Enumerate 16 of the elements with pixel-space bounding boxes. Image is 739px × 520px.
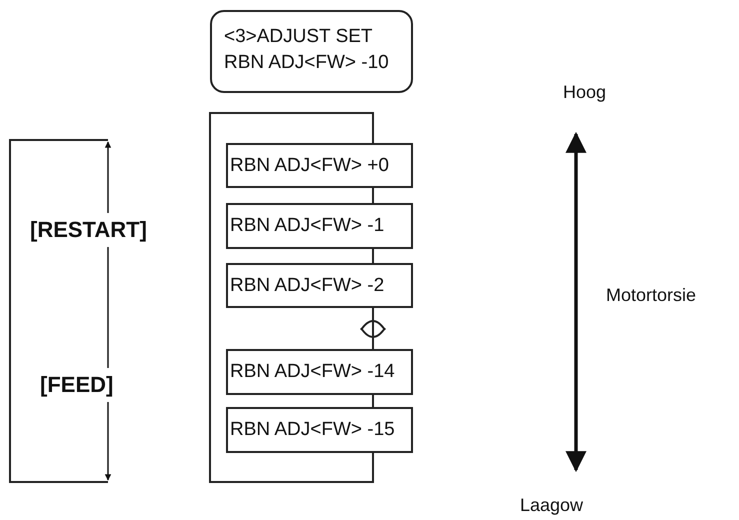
connector-line xyxy=(372,188,374,203)
connector-line xyxy=(372,395,374,407)
setting-box: RBN ADJ<FW> -15 xyxy=(226,407,413,453)
scale-label: Hoog xyxy=(563,82,606,103)
scale-label: Laagow xyxy=(520,495,584,516)
connector-line xyxy=(372,308,374,349)
axis-label: Motortorsie xyxy=(606,285,696,306)
setting-box: RBN ADJ<FW> -14 xyxy=(226,349,413,395)
key-label: [FEED] xyxy=(40,368,114,402)
key-label: [RESTART] xyxy=(30,213,147,247)
setting-box: RBN ADJ<FW> +0 xyxy=(226,143,413,188)
setting-box: RBN ADJ<FW> -2 xyxy=(226,263,413,308)
setting-box: RBN ADJ<FW> -1 xyxy=(226,203,413,249)
display-panel: <3>ADJUST SET RBN ADJ<FW> -10 xyxy=(210,10,413,93)
connector-line xyxy=(372,249,374,263)
loop-line xyxy=(209,112,374,483)
